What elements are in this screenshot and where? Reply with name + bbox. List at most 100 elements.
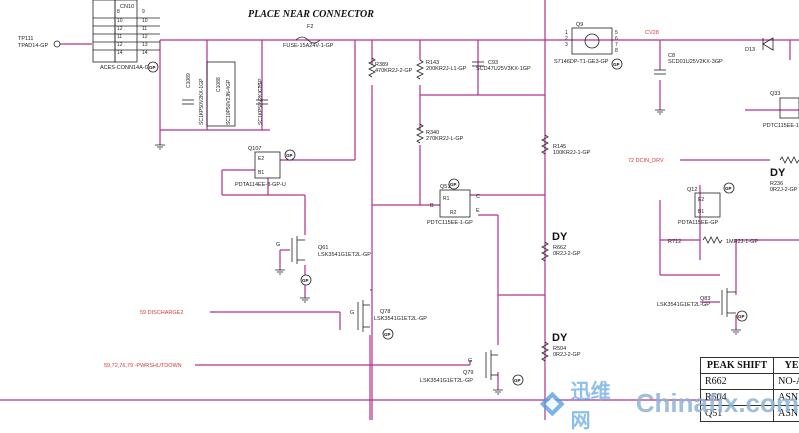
mosfet-q79: G Q79 LSK3541G1ET2L-GP bbox=[420, 350, 498, 384]
svg-text:GP: GP bbox=[450, 182, 457, 187]
svg-text:11: 11 bbox=[117, 34, 122, 40]
svg-text:R2: R2 bbox=[450, 210, 457, 216]
svg-text:G: G bbox=[468, 358, 472, 364]
resistor-r712: R712 1MR2J-1-GP bbox=[668, 237, 758, 245]
svg-text:11: 11 bbox=[142, 26, 147, 32]
c73-part: SC1KP50V2KX-1GP bbox=[258, 78, 264, 125]
q12-ref: Q12 bbox=[687, 187, 697, 193]
capacitor-c93: C93 SCD47U25V3KX-1GP bbox=[472, 60, 531, 72]
d13-ref: D13 bbox=[745, 47, 755, 53]
gp-badge-q83: GP bbox=[737, 311, 747, 321]
svg-text:B: B bbox=[430, 203, 434, 209]
c1089-ref: C1089 bbox=[186, 73, 192, 88]
capacitor-c1089: C1089 SC1KP50V2KX-1GP bbox=[182, 73, 205, 125]
net-discharge2: 59 DISCHARGE2 bbox=[140, 310, 183, 316]
resistor-r340: R340 270KR2J-L-GP bbox=[417, 124, 464, 143]
svg-text:R1: R1 bbox=[443, 196, 450, 202]
svg-text:GP: GP bbox=[302, 278, 309, 283]
r145-part: 100KR2J-1-GP bbox=[553, 150, 591, 156]
q51-part: PDTC115EE-1-GP bbox=[427, 220, 473, 226]
gp-badge-q9: GP bbox=[612, 59, 622, 69]
watermark-en-text: Chinafix.com bbox=[636, 388, 799, 419]
svg-text:B1: B1 bbox=[258, 170, 264, 176]
mosfet-q61: G Q61 LSK3541G1ET2L-GP bbox=[276, 236, 371, 264]
svg-text:GP: GP bbox=[384, 332, 391, 337]
ground-symbols bbox=[155, 110, 741, 394]
tp111-ref: TP111 bbox=[18, 36, 33, 42]
q33-part: PDTC115EE-1 bbox=[763, 123, 799, 129]
svg-text:G: G bbox=[276, 242, 280, 248]
fuse-f2: F2 FUSE-15A24V-1-GP bbox=[283, 24, 334, 49]
r662-part: 0R2J-2-GP bbox=[553, 251, 581, 257]
transistor-q12: E2 B1 Q12 PDTA115EE-GP bbox=[678, 187, 720, 226]
svg-text:GP: GP bbox=[514, 378, 521, 383]
svg-text:13: 13 bbox=[142, 42, 148, 48]
q78-ref: Q78 bbox=[380, 309, 390, 315]
r236-part: 0R2J-2-GP bbox=[770, 187, 798, 193]
q61-part: LSK3541G1ET2L-GP bbox=[318, 252, 371, 258]
q107-ref: Q107 bbox=[248, 146, 261, 152]
svg-text:10: 10 bbox=[142, 18, 148, 24]
svg-text:10: 10 bbox=[117, 18, 123, 24]
dy-mark-r236: DY bbox=[770, 167, 786, 179]
resistor-r504: R504 0R2J-2-GP bbox=[542, 342, 581, 361]
svg-text:GP: GP bbox=[613, 62, 620, 67]
gp-badge-q78: GP bbox=[383, 329, 393, 339]
resistor-r145: R145 100KR2J-1-GP bbox=[542, 135, 591, 156]
c1088-ref: C1088 bbox=[216, 77, 222, 92]
page-title: PLACE NEAR CONNECTOR bbox=[248, 9, 374, 20]
cn10-ref: CN10 bbox=[120, 4, 134, 10]
q9-ref: Q9 bbox=[576, 22, 583, 28]
svg-text:GP: GP bbox=[286, 153, 293, 158]
svg-text:GP: GP bbox=[725, 186, 732, 191]
resistor-r662: R662 0R2J-2-GP bbox=[542, 242, 581, 261]
r712-ref: R712 bbox=[668, 239, 681, 245]
f2-ref: F2 bbox=[307, 24, 313, 30]
dy-mark-r662: DY bbox=[552, 231, 568, 243]
svg-text:14: 14 bbox=[142, 50, 148, 56]
svg-text:14: 14 bbox=[117, 50, 123, 56]
gp-badge-q107: GP bbox=[285, 150, 295, 160]
testpoint-tp111: TP111 TPAD14-GP bbox=[18, 36, 60, 49]
svg-text:12: 12 bbox=[117, 26, 123, 32]
net-pwrshutdown: 59,72,76,79 -PWRSHUTDOWN bbox=[104, 363, 182, 369]
svg-text:12: 12 bbox=[117, 42, 123, 48]
q79-ref: Q79 bbox=[463, 370, 473, 376]
c1089-part: SC1KP50V2KX-1GP bbox=[199, 78, 205, 125]
table-header: YE bbox=[774, 358, 799, 374]
q83-part: LSK3541G1ET2L-GP bbox=[657, 302, 710, 308]
gp-badge-q79: GP bbox=[513, 375, 523, 385]
svg-text:E2: E2 bbox=[258, 156, 264, 162]
svg-text:E: E bbox=[476, 208, 480, 214]
resistor-r143: R143 200KR2J-L1-GP bbox=[417, 60, 467, 79]
tp111-part: TPAD14-GP bbox=[18, 43, 48, 49]
mosfet-q78: G Q78 LSK3541G1ET2L-GP bbox=[350, 300, 427, 332]
capacitor-c1088: C1088 SC10P50V2JN-4GP bbox=[207, 62, 235, 126]
cn10-part: ACES-CONN14A-GP bbox=[100, 65, 153, 71]
r712-part: 1MR2J-1-GP bbox=[726, 239, 758, 245]
net-cv28: CV28 bbox=[645, 30, 659, 36]
capacitor-c73: C73 SC1KP50V2KX-1GP bbox=[256, 78, 268, 125]
r389-part: 470KR2J-2-GP bbox=[375, 68, 413, 74]
c8-part: SCD01U25V2KX-3GP bbox=[668, 59, 723, 65]
r504-part: 0R2J-2-GP bbox=[553, 352, 581, 358]
q12-part: PDTA115EE-GP bbox=[678, 220, 718, 226]
svg-text:GP: GP bbox=[738, 314, 745, 319]
q78-part: LSK3541G1ET2L-GP bbox=[374, 316, 427, 322]
svg-text:8: 8 bbox=[615, 48, 618, 54]
mosfet-q83: Q83 LSK3541G1ET2L-GP bbox=[657, 288, 736, 317]
q79-part: LSK3541G1ET2L-GP bbox=[420, 378, 473, 384]
svg-text:3: 3 bbox=[565, 42, 568, 48]
resistor-r389: R389 470KR2J-2-GP bbox=[369, 58, 413, 77]
watermark-cn-text: 迅维网 bbox=[571, 375, 628, 433]
svg-text:B1: B1 bbox=[698, 209, 704, 215]
capacitor-c8: C8 SCD01U25V2KX-3GP bbox=[654, 53, 723, 74]
watermark: 迅维网 Chinafix.com bbox=[538, 384, 799, 423]
watermark-logo-icon bbox=[538, 389, 567, 419]
svg-text:GP: GP bbox=[149, 65, 156, 70]
svg-text:9: 9 bbox=[142, 9, 145, 15]
q9-part: S7146DP-T1-GE3-GP bbox=[554, 59, 609, 65]
